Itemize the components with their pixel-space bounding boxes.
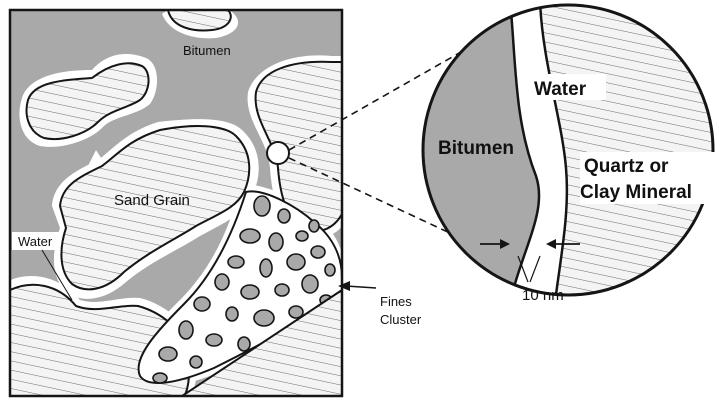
fines-arrow-line — [346, 286, 376, 288]
fines-label-line1: Fines — [380, 294, 412, 309]
fines-callout: Fines Cluster — [338, 281, 422, 327]
scale-label: 10 nm — [522, 287, 564, 304]
zoom-detail: Bitumen Water Quartz or Clay Mineral 10 … — [412, 0, 722, 310]
water-label: Water — [18, 234, 53, 249]
zoom-water-label: Water — [534, 79, 587, 100]
fines-label-line2: Cluster — [380, 312, 422, 327]
cross-section-panel: Bitumen Sand Grain Water — [6, 2, 346, 402]
zoom-source-circle — [267, 142, 289, 164]
zoom-mineral-label-line2: Clay Mineral — [580, 182, 692, 203]
zoom-bitumen-label: Bitumen — [438, 138, 514, 159]
sand-grain-label: Sand Grain — [114, 192, 190, 209]
bitumen-label: Bitumen — [183, 43, 231, 58]
zoom-mineral-label-line1: Quartz or — [584, 156, 669, 177]
